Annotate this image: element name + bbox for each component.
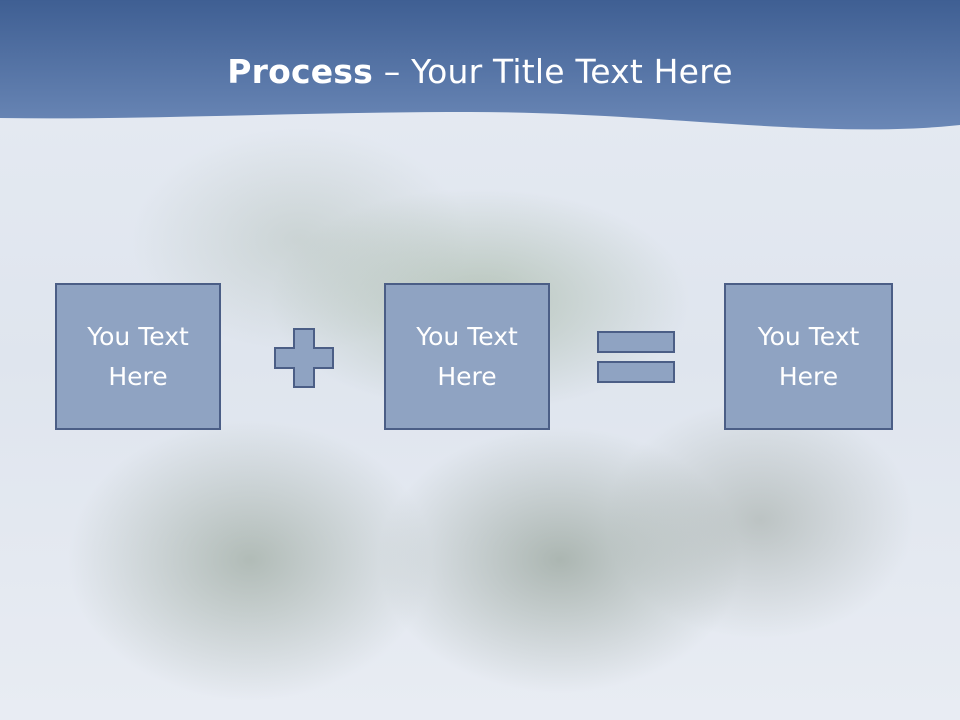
- box-text-line1: You Text: [757, 321, 860, 351]
- box-text-line2: Here: [437, 361, 497, 391]
- slide-title: Process – Your Title Text Here: [0, 52, 960, 91]
- title-bold-word: Process: [227, 52, 373, 91]
- title-banner: [0, 0, 960, 140]
- title-rest: Your Title Text Here: [411, 52, 733, 91]
- box-text-line1: You Text: [416, 321, 518, 351]
- box-text-line2: Here: [108, 361, 168, 391]
- box-text-line2: Here: [778, 361, 839, 391]
- box-text-line1: You Text: [87, 321, 189, 351]
- plus-icon: [274, 328, 334, 388]
- equals-icon: [597, 331, 675, 383]
- process-box-1[interactable]: You Text Here: [55, 283, 221, 430]
- result-box[interactable]: You Text Here: [724, 283, 893, 430]
- process-box-2[interactable]: You Text Here: [384, 283, 550, 430]
- title-separator: –: [373, 52, 412, 91]
